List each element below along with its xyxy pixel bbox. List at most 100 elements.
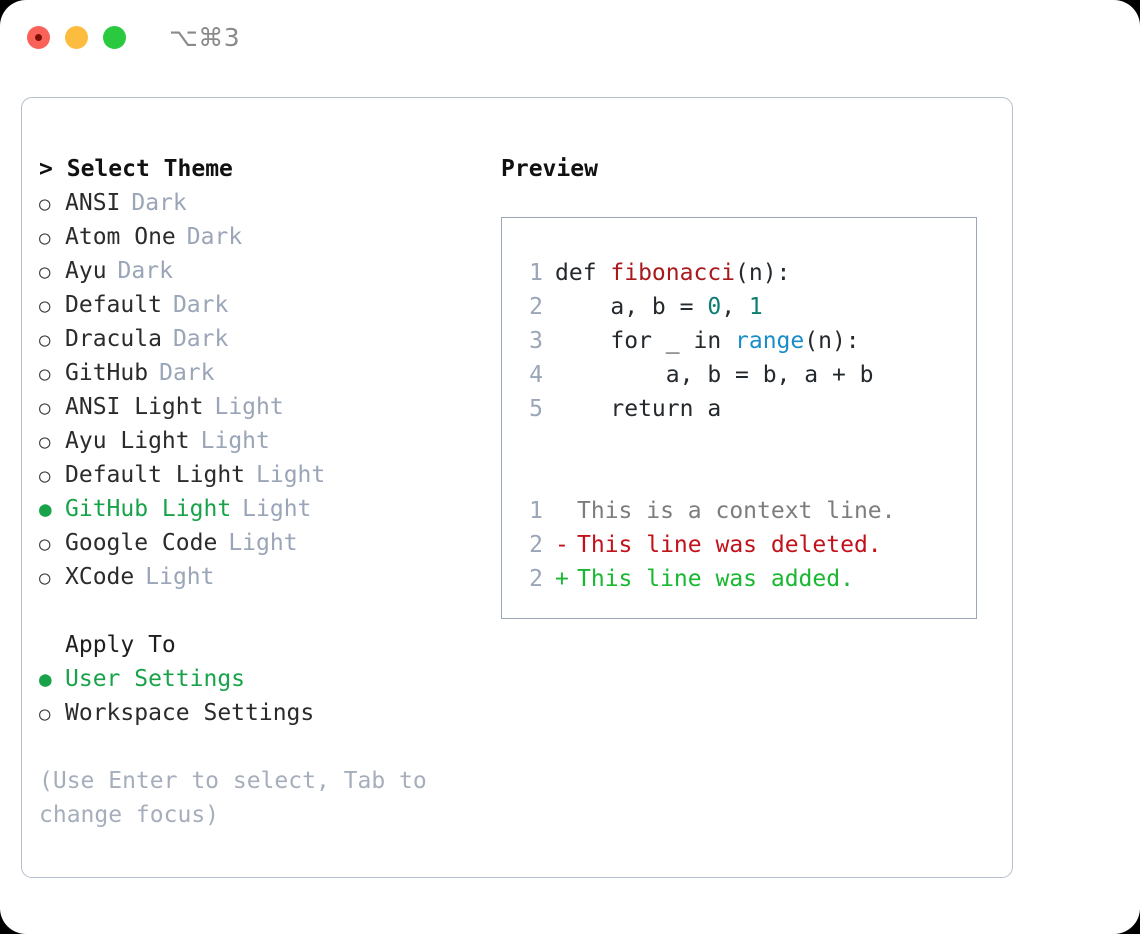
theme-option-label: Dracula bbox=[65, 326, 162, 352]
code-line-text: a, b = b, a + b bbox=[555, 362, 874, 388]
radio-unselected-icon: ○ bbox=[39, 703, 51, 725]
diff-marker-plus-icon: + bbox=[555, 566, 569, 592]
code-token-plain: (n): bbox=[804, 328, 860, 354]
radio-unselected-icon: ○ bbox=[39, 465, 51, 487]
code-line-text: a, b = 0, 1 bbox=[555, 290, 763, 324]
code-line-number: 1 bbox=[529, 260, 543, 286]
theme-option-label: Default Light bbox=[65, 462, 246, 488]
maximize-window-button[interactable] bbox=[103, 26, 126, 49]
keyboard-shortcut-label: ⌥⌘3 bbox=[169, 23, 241, 52]
code-line: 3 for _ in range(n): bbox=[521, 324, 976, 358]
theme-option-xcode[interactable]: ○ XCode Light bbox=[39, 560, 469, 594]
theme-option-github-dark[interactable]: ○ GitHub Dark bbox=[39, 356, 469, 390]
theme-option-badge: Light bbox=[228, 530, 298, 556]
code-line-number: 5 bbox=[529, 396, 543, 422]
radio-unselected-icon: ○ bbox=[39, 533, 51, 555]
diff-line-text: This line was added. bbox=[577, 566, 854, 592]
preview-heading: Preview bbox=[501, 156, 598, 182]
radio-unselected-icon: ○ bbox=[39, 227, 51, 249]
code-token-plain: for _ in bbox=[555, 328, 736, 354]
code-line-text: for _ in range(n): bbox=[555, 324, 860, 358]
theme-option-atom-one-dark[interactable]: ○ Atom One Dark bbox=[39, 220, 469, 254]
select-theme-heading-label: Select Theme bbox=[66, 156, 233, 182]
code-line-text: return a bbox=[555, 396, 722, 422]
diff-marker-minus-icon: - bbox=[555, 532, 569, 558]
theme-option-google-code[interactable]: ○ Google Code Light bbox=[39, 526, 469, 560]
theme-option-github-light[interactable]: ● GitHub Light Light bbox=[39, 492, 469, 526]
apply-to-option-user-settings[interactable]: ● User Settings bbox=[39, 662, 469, 696]
code-line: 5 return a bbox=[521, 392, 976, 426]
radio-selected-icon: ● bbox=[39, 667, 52, 691]
apply-to-section: Apply To ● User Settings ○ Workspace Set… bbox=[39, 628, 469, 730]
diff-marker-icon bbox=[555, 494, 577, 528]
theme-option-badge: Dark bbox=[172, 326, 229, 352]
radio-unselected-icon: ○ bbox=[39, 363, 51, 385]
theme-option-label: Ayu bbox=[65, 258, 107, 284]
theme-option-badge: Light bbox=[214, 394, 284, 420]
theme-selector-column: > Select Theme ○ ANSI Dark ○ Atom One Da… bbox=[39, 152, 469, 832]
code-token-number: 1 bbox=[748, 294, 763, 320]
preview-spacer bbox=[521, 460, 976, 494]
code-token-plain: (n): bbox=[735, 260, 791, 286]
theme-option-ayu-dark[interactable]: ○ Ayu Dark bbox=[39, 254, 469, 288]
diff-line-added: 2 + This line was added. bbox=[521, 562, 976, 596]
code-line: 4 a, b = b, a + b bbox=[521, 358, 976, 392]
theme-list: ○ ANSI Dark ○ Atom One Dark ○ Ayu Dark ○… bbox=[39, 186, 469, 594]
theme-option-label: Atom One bbox=[65, 224, 176, 250]
titlebar: ⌥⌘3 bbox=[0, 0, 1140, 76]
diff-line-deleted: 2 - This line was deleted. bbox=[521, 528, 976, 562]
theme-option-ansi-dark[interactable]: ○ ANSI Dark bbox=[39, 186, 469, 220]
diff-line-text: This is a context line. bbox=[577, 498, 896, 524]
preview-column: Preview 1 def fibonacci(n): 2 a, b = 0, … bbox=[501, 152, 991, 619]
theme-option-badge: Dark bbox=[117, 258, 173, 284]
theme-option-label: ANSI bbox=[65, 190, 121, 216]
close-window-button[interactable] bbox=[27, 26, 50, 49]
code-line: 1 def fibonacci(n): bbox=[521, 256, 976, 290]
theme-option-default-dark[interactable]: ○ Default Dark bbox=[39, 288, 469, 322]
theme-option-label: GitHub Light bbox=[65, 496, 232, 522]
theme-option-label: Google Code bbox=[65, 530, 218, 556]
select-theme-heading: > Select Theme bbox=[39, 152, 469, 186]
code-token-keyword: def bbox=[555, 260, 611, 286]
minimize-window-button[interactable] bbox=[65, 26, 88, 49]
radio-unselected-icon: ○ bbox=[39, 431, 51, 453]
code-token-plain: a, b = bbox=[555, 294, 708, 320]
theme-option-badge: Light bbox=[256, 462, 326, 488]
theme-option-ayu-light[interactable]: ○ Ayu Light Light bbox=[39, 424, 469, 458]
theme-option-default-light[interactable]: ○ Default Light Light bbox=[39, 458, 469, 492]
keyboard-hint-text: (Use Enter to select, Tab to change focu… bbox=[39, 768, 441, 828]
diff-line-number: 1 bbox=[529, 498, 543, 524]
radio-selected-icon: ● bbox=[39, 497, 52, 521]
diff-line-context: 1 This is a context line. bbox=[521, 494, 976, 528]
main-panel: > Select Theme ○ ANSI Dark ○ Atom One Da… bbox=[21, 97, 1013, 878]
theme-option-label: Default bbox=[65, 292, 162, 318]
apply-to-heading: Apply To bbox=[65, 632, 176, 658]
apply-to-option-label: User Settings bbox=[65, 666, 246, 692]
diff-line-number: 2 bbox=[529, 566, 543, 592]
theme-option-label: Ayu Light bbox=[65, 428, 190, 454]
theme-option-badge: Dark bbox=[159, 360, 215, 386]
radio-unselected-icon: ○ bbox=[39, 295, 51, 317]
theme-option-badge: Dark bbox=[131, 190, 187, 216]
preview-spacer bbox=[521, 426, 976, 460]
theme-option-label: GitHub bbox=[65, 360, 149, 386]
apply-to-option-workspace-settings[interactable]: ○ Workspace Settings bbox=[39, 696, 469, 730]
code-line: 2 a, b = 0, 1 bbox=[521, 290, 976, 324]
code-line-number: 3 bbox=[529, 328, 543, 354]
code-line-text: def fibonacci(n): bbox=[555, 256, 790, 290]
code-line-number: 2 bbox=[529, 294, 543, 320]
traffic-light-controls bbox=[27, 26, 126, 49]
theme-option-badge: Light bbox=[242, 496, 312, 522]
diff-line-text: This line was deleted. bbox=[577, 532, 882, 558]
theme-option-dracula-dark[interactable]: ○ Dracula Dark bbox=[39, 322, 469, 356]
theme-option-ansi-light[interactable]: ○ ANSI Light Light bbox=[39, 390, 469, 424]
preview-box: 1 def fibonacci(n): 2 a, b = 0, 1 3 for … bbox=[501, 217, 977, 619]
diff-line-number: 2 bbox=[529, 532, 543, 558]
theme-option-label: XCode bbox=[65, 564, 135, 590]
theme-option-badge: Light bbox=[200, 428, 270, 454]
radio-unselected-icon: ○ bbox=[39, 329, 51, 351]
radio-unselected-icon: ○ bbox=[39, 261, 51, 283]
radio-unselected-icon: ○ bbox=[39, 397, 51, 419]
code-token-builtin: range bbox=[735, 328, 805, 354]
